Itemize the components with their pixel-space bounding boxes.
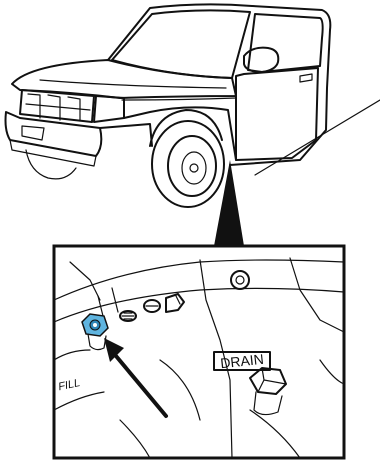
inset-frame [54,246,344,458]
detail-inset: DRAIN FILL [54,246,344,458]
callout-pointer [214,160,244,246]
pickup-truck-illustration [6,4,380,207]
